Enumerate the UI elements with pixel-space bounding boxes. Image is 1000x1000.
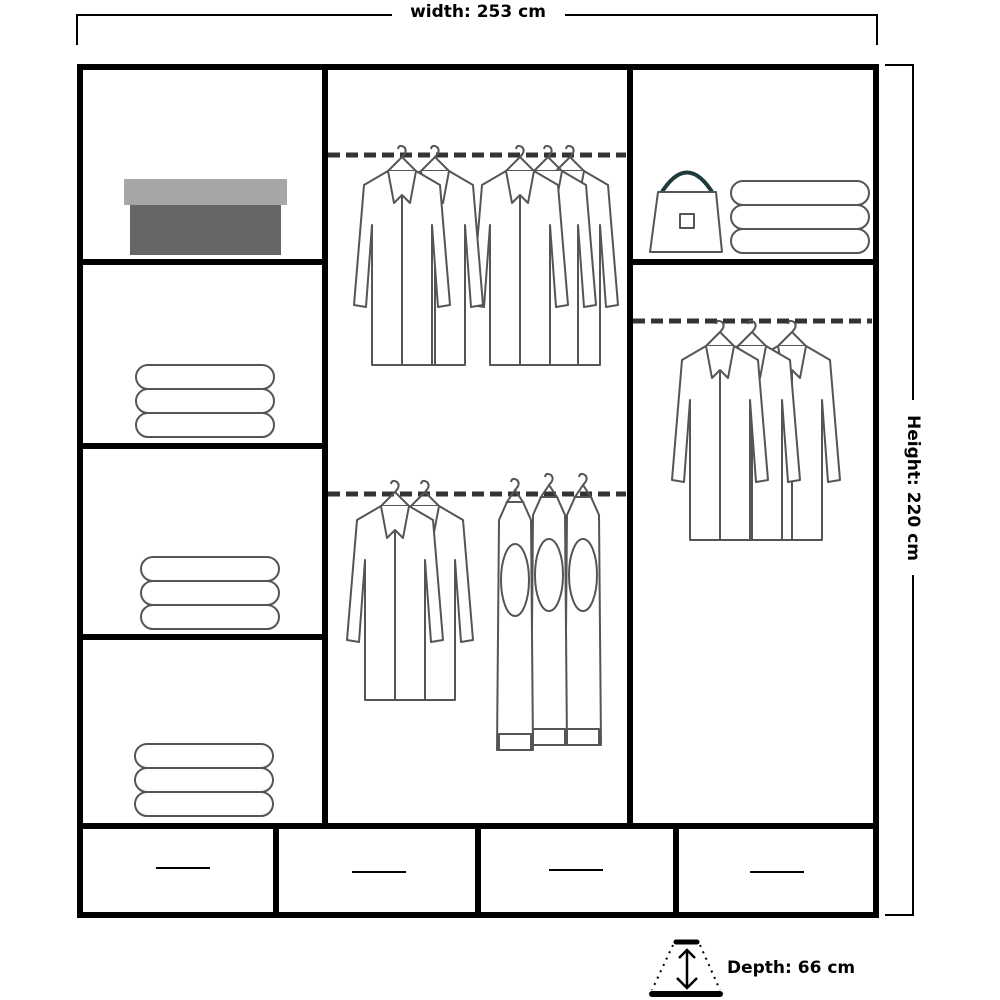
hanging-vests xyxy=(496,472,602,751)
drawers xyxy=(156,826,804,915)
depth-indicator: Depth: 66 cm xyxy=(649,939,855,997)
folded-clothes xyxy=(140,556,280,630)
folded-clothes xyxy=(730,180,870,254)
height-dimension: Height: 220 cm xyxy=(885,64,923,916)
hanging-coats xyxy=(353,144,619,366)
hanging-coats xyxy=(671,319,841,541)
hanging-jackets xyxy=(346,479,474,701)
handbag xyxy=(649,170,723,253)
depth-label: Depth: 66 cm xyxy=(727,958,855,978)
folded-clothes xyxy=(134,743,274,817)
width-label: width: 253 cm xyxy=(410,2,546,22)
folded-clothes xyxy=(135,364,275,438)
width-dimension: width: 253 cm xyxy=(76,2,878,45)
height-label: Height: 220 cm xyxy=(903,415,923,561)
storage-box xyxy=(124,179,287,255)
depth-icon xyxy=(649,939,723,997)
